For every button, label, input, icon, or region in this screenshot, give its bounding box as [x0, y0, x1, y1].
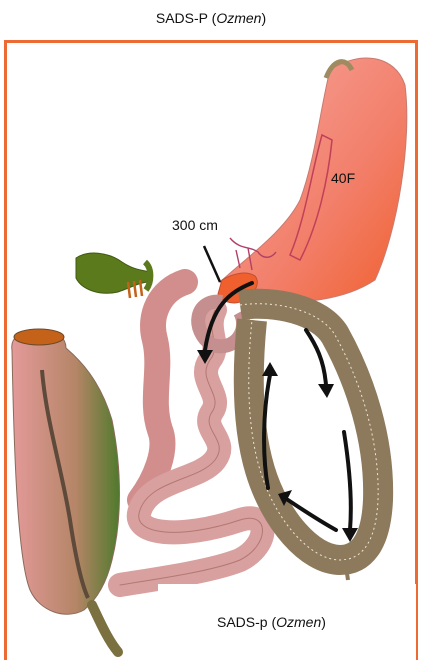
arrow-right-lower [344, 432, 351, 530]
arrowhead-4 [262, 362, 278, 376]
figure-caption: SADS-p (Ozmen) [217, 614, 326, 630]
bougie-label: 40F [331, 170, 355, 186]
appendix [92, 605, 118, 652]
length-label: 300 cm [172, 217, 218, 233]
gallbladder [76, 253, 150, 293]
colon-opening [14, 329, 64, 345]
caption-prefix: SADS-p ( [217, 614, 276, 630]
colon [12, 330, 120, 614]
stomach-sleeve [220, 58, 407, 302]
caption-author: Ozmen [276, 614, 321, 630]
arrowhead-2 [318, 384, 334, 398]
length-pointer [204, 246, 220, 282]
afferent-limb [140, 282, 185, 500]
caption-suffix: ) [321, 614, 326, 630]
